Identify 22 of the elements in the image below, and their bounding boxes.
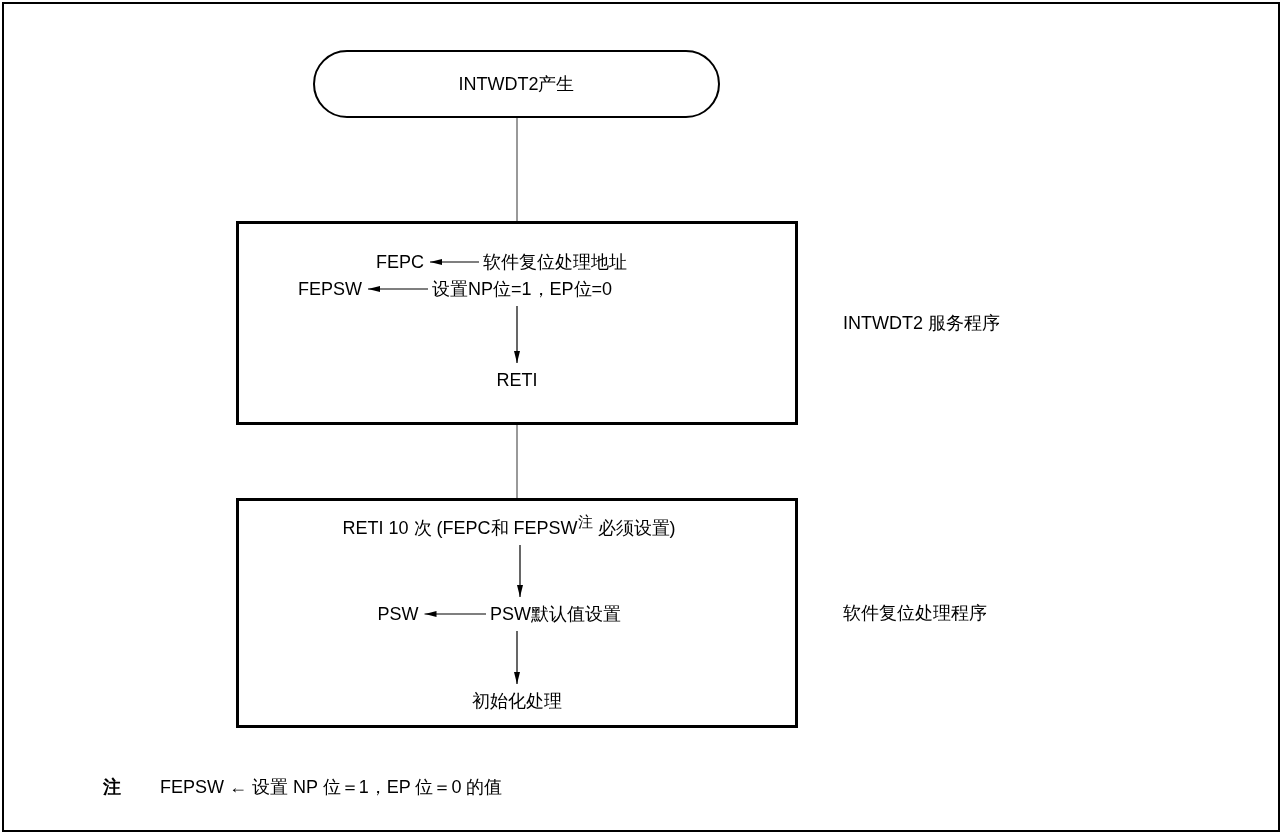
- step-text: 软件复位处理地址: [483, 251, 627, 273]
- arrow: [429, 259, 480, 265]
- note-mark: 注: [103, 776, 121, 798]
- step-text: 初始化处理: [472, 690, 562, 712]
- step-text: PSW默认值设置: [490, 603, 621, 625]
- routine-label: 软件复位处理程序: [843, 602, 987, 624]
- routine-label: INTWDT2 服务程序: [843, 312, 1000, 334]
- arrow: [423, 611, 487, 617]
- connector-line: [516, 117, 518, 222]
- arrow: [514, 630, 520, 685]
- terminal-shape: INTWDT2产生: [313, 50, 720, 118]
- note-text: FEPSW ← 设置 NP 位＝1，EP 位＝0 的值: [160, 776, 503, 798]
- step-text: FEPSW: [298, 278, 362, 300]
- arrow: [367, 286, 429, 292]
- arrow: [514, 305, 520, 364]
- connector-line: [516, 424, 518, 499]
- step-text: RETI 10 次 (FEPC和 FEPSW$^{注}$ 必须设置): [342, 511, 676, 539]
- step-text: PSW: [377, 603, 419, 625]
- step-text: FEPC: [376, 251, 424, 273]
- step-text: 设置NP位=1，EP位=0: [432, 278, 613, 300]
- step-text: RETI: [496, 369, 538, 391]
- arrow: [517, 544, 523, 598]
